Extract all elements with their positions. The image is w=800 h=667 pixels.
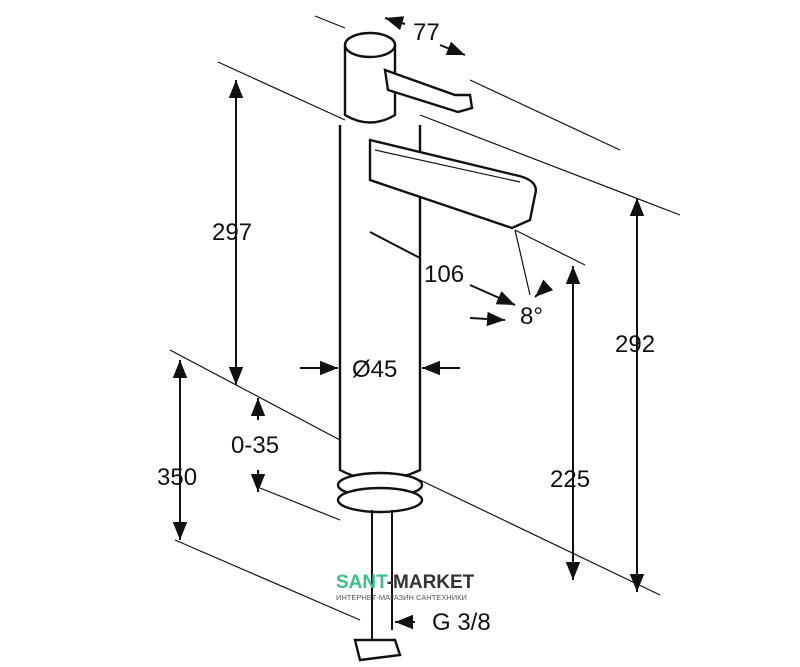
dim-body-height: 297 [212,219,252,246]
extension-lines [169,15,681,621]
dim-spout-height: 225 [550,466,590,493]
dim-body-diameter: Ø45 [352,356,397,383]
watermark-tagline: ИНТЕРНЕТ-МАГАЗИН САНТЕХНИКИ [336,593,467,602]
dim-total-height: 292 [615,331,655,358]
dim-handle-length: 77 [413,19,440,46]
dim-deck-thickness: 0-35 [231,432,279,459]
watermark-brand-green: SANT [336,572,388,593]
watermark-brand-dark: -MARKET [387,572,475,593]
dim-spout-reach: 106 [424,261,464,288]
watermark-logo: SANT-MARKET ИНТЕРНЕТ-МАГАЗИН САНТЕХНИКИ [336,572,475,602]
dim-hose-length: 350 [157,464,197,491]
dim-spout-angle: 8° [520,303,543,330]
dimension-lines [172,16,645,630]
dim-connection: G 3/8 [432,609,491,636]
faucet-body [336,31,537,662]
svg-text:SANT-MARKET: SANT-MARKET [336,572,475,593]
